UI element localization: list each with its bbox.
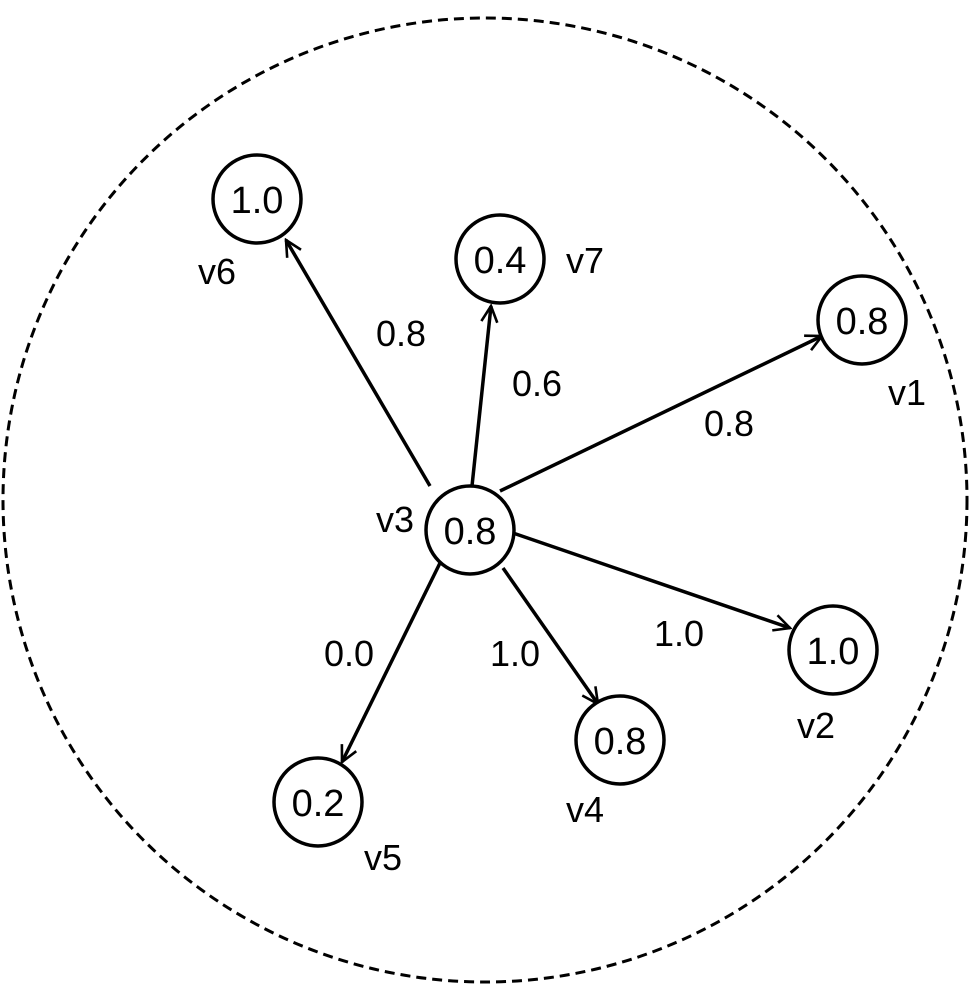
node-v7: 0.4 v7: [454, 213, 604, 305]
node-v6: 1.0 v6: [198, 153, 303, 292]
node-v2-value: 1.0: [807, 631, 860, 673]
node-v2-label: v2: [797, 705, 835, 746]
node-v4-label: v4: [566, 789, 604, 830]
node-v2: 1.0 v2: [787, 604, 879, 746]
node-v5: 0.2 v5: [272, 756, 402, 878]
node-v2-circle: [787, 604, 879, 696]
weight-v3-v2: 1.0: [654, 613, 704, 654]
weight-v3-v5: 0.0: [324, 633, 374, 674]
node-v6-value: 1.0: [231, 180, 284, 222]
node-v5-circle: [272, 756, 364, 848]
node-v4: 0.8 v4: [566, 694, 666, 830]
node-v1-value: 0.8: [836, 301, 889, 343]
node-v3-value: 0.8: [444, 511, 497, 553]
edge-v3-v5: [340, 562, 442, 762]
edge-v3-v2: [512, 531, 790, 628]
edge-v3-v4: [501, 566, 598, 704]
weight-v3-v7: 0.6: [512, 363, 562, 404]
weight-v3-v1: 0.8: [704, 403, 754, 444]
node-v5-label: v5: [364, 837, 402, 878]
edge-v3-v1: [499, 334, 822, 493]
node-v7-circle: [454, 213, 546, 305]
node-v5-value: 0.2: [292, 783, 345, 825]
node-v3-circle: [424, 484, 516, 576]
node-v1-circle: [816, 274, 908, 366]
node-v3: 0.8 v3: [376, 484, 516, 576]
node-v4-value: 0.8: [594, 721, 647, 763]
node-v6-circle: [211, 153, 303, 245]
node-v1-label: v1: [888, 372, 926, 413]
edge-v3-v7: [470, 306, 491, 487]
edge-v3-v6: [284, 240, 432, 487]
node-v6-label: v6: [198, 251, 236, 292]
node-v1: 0.8 v1: [816, 274, 926, 413]
node-v7-value: 0.4: [474, 240, 527, 282]
neighborhood-boundary: [1, 16, 969, 984]
edges: [284, 240, 822, 762]
node-v4-circle: [574, 694, 666, 786]
node-v3-label: v3: [376, 499, 414, 540]
weight-v3-v6: 0.8: [376, 313, 426, 354]
node-v7-label: v7: [566, 240, 604, 281]
weight-v3-v4: 1.0: [490, 633, 540, 674]
edge-weights: 0.8 0.6 0.8 1.0 1.0 0.0: [324, 313, 754, 674]
